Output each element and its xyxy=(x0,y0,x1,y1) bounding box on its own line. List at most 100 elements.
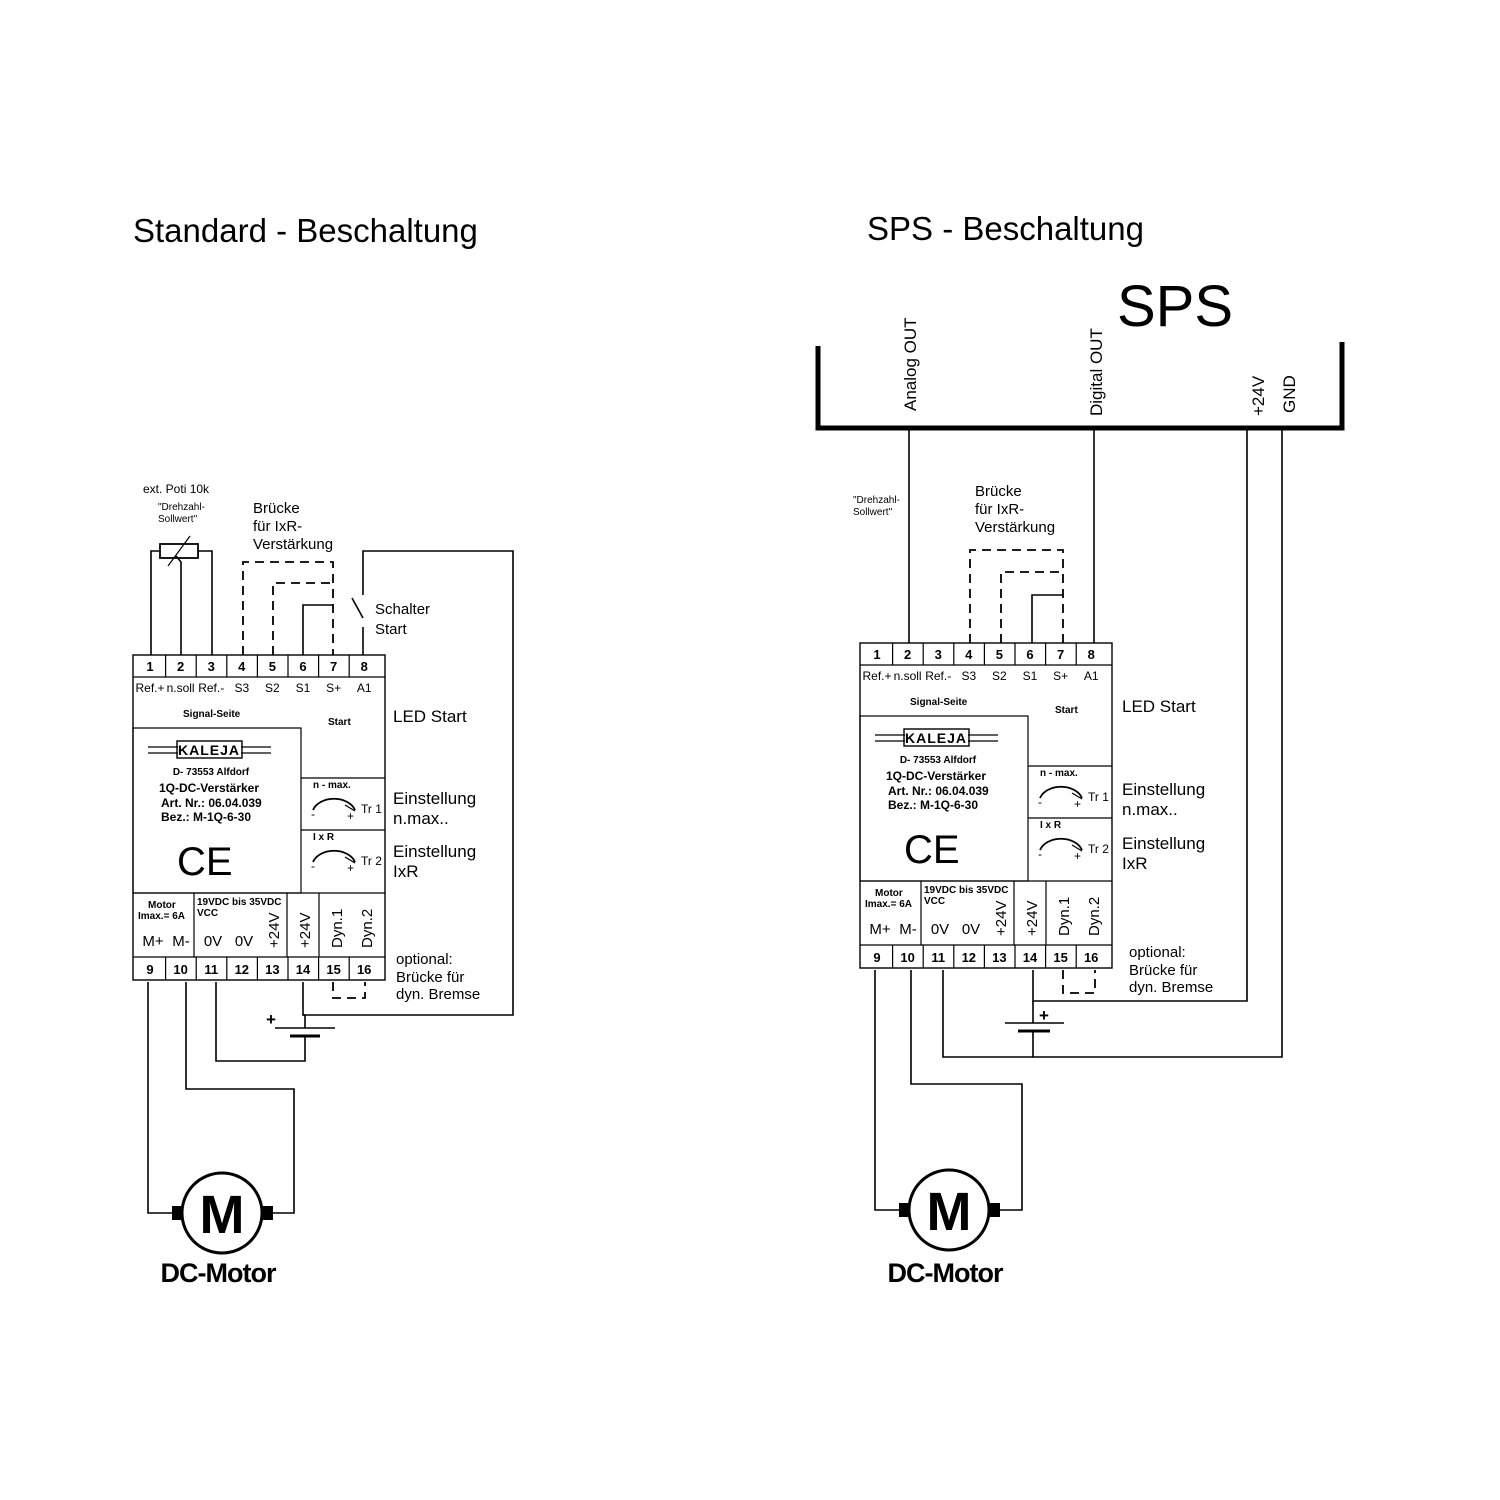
sps-article-number: Art. Nr.: 06.04.039 xyxy=(888,784,989,798)
sps-trimmer-nmax-id: Tr 1 xyxy=(1088,790,1109,804)
sps-bottom-terminal-13: 13 xyxy=(992,950,1006,965)
poti-label: ext. Poti 10k xyxy=(143,482,210,496)
std-label-24v-a: +24V xyxy=(266,913,283,948)
std-top-terminal-label-4: S3 xyxy=(234,681,249,695)
sps-bridge-label-line3: Verstärkung xyxy=(975,519,1055,536)
sps-vcc-label: VCC xyxy=(924,896,945,907)
amplifier-module-sps: 1Ref.+2n.soll3Ref.-4S35S26S17S+8A1Signal… xyxy=(859,642,1113,969)
led-start-label: LED Start xyxy=(393,707,467,726)
motor-wire-minus xyxy=(185,982,295,1214)
switch-label-line2: Start xyxy=(375,621,408,638)
sps-external-wiring: "Drehzahl- Sollwert" Brücke für IxR- Ver… xyxy=(853,430,1283,1211)
std-bottom-terminal-12: 12 xyxy=(235,962,249,977)
sps-bottom-terminal-9: 9 xyxy=(873,950,880,965)
amplifier-module-standard: 1Ref.+2n.soll3Ref.-4S35S26S17S+8A1Signal… xyxy=(132,654,386,981)
sps-module-body xyxy=(859,642,1113,969)
sps-top-terminal-label-4: S3 xyxy=(961,669,976,683)
sps-top-terminal-label-2: n.soll xyxy=(894,669,922,683)
std-top-terminal-label-3: Ref.- xyxy=(198,681,224,695)
std-top-terminal-6: 6 xyxy=(299,659,306,674)
standard-external-wiring: ext. Poti 10k "Drehzahl- Sollwert" Brück… xyxy=(143,482,514,1214)
std-top-terminal-4: 4 xyxy=(238,659,246,674)
std-bottom-terminal-9: 9 xyxy=(146,962,153,977)
std-bottom-terminal-10: 10 xyxy=(173,962,187,977)
motor-letter: M xyxy=(200,1185,245,1245)
std-label-mminus: M- xyxy=(172,933,190,950)
sps-einstellung-nmax-line2: n.max.. xyxy=(1122,800,1178,819)
std-top-terminal-2: 2 xyxy=(177,659,184,674)
setpoint-note-line1: "Drehzahl- xyxy=(158,502,205,513)
bridge-ixr-label-line2: für IxR- xyxy=(253,518,302,535)
std-motor-imax: Imax.= 6A xyxy=(138,911,185,922)
std-start-label: Start xyxy=(328,717,351,728)
std-top-terminal-7: 7 xyxy=(330,659,337,674)
sps-trimmer-ixr-label: I x R xyxy=(1040,820,1062,831)
std-trimmer-ixr-label: I x R xyxy=(313,832,335,843)
sps-trimmer-nmax-plus: + xyxy=(1074,797,1081,811)
ixr-bridge-jumpers xyxy=(242,561,334,655)
sps-ixr-bridge-jumpers xyxy=(969,549,1064,643)
std-label-dyn2: Dyn.2 xyxy=(359,909,376,948)
sps-setpoint-note-line2: Sollwert" xyxy=(853,507,893,518)
sps-label-24v-b: +24V xyxy=(1024,901,1041,936)
einstellung-ixr-line1: Einstellung xyxy=(393,842,476,861)
sps-power-supply-battery: + xyxy=(942,970,1247,1058)
sps-top-terminal-2: 2 xyxy=(904,647,911,662)
std-bottom-terminal-16: 16 xyxy=(357,962,371,977)
std-trimmer-ixr-minus: - xyxy=(311,859,315,873)
switch-label-line1: Schalter xyxy=(375,601,430,618)
std-product-name: 1Q-DC-Verstärker xyxy=(159,781,259,795)
bridge-ixr-label-line3: Verstärkung xyxy=(253,536,333,553)
start-switch-symbol xyxy=(303,550,514,1016)
std-trimmer-ixr-plus: + xyxy=(347,861,354,875)
std-top-terminal-label-1: Ref.+ xyxy=(135,681,164,695)
sps-top-terminal-1: 1 xyxy=(873,647,880,662)
einstellung-ixr-line2: IxR xyxy=(393,862,419,881)
einstellung-nmax-line2: n.max.. xyxy=(393,809,449,828)
std-vcc-range: 19VDC bis 35VDC xyxy=(197,897,281,908)
sps-optional-brake-line2: Brücke für xyxy=(1129,962,1197,979)
sps-motor-wire-minus xyxy=(910,970,1023,1211)
sps-top-terminal-label-3: Ref.- xyxy=(925,669,951,683)
plc-digital-out-label: Digital OUT xyxy=(1087,328,1106,416)
std-brand-address: D- 73553 Alfdorf xyxy=(173,767,250,778)
sps-einstellung-ixr-line1: Einstellung xyxy=(1122,834,1205,853)
sps-product-designation: Bez.: M-1Q-6-30 xyxy=(888,798,978,812)
plc-gnd-wire xyxy=(1247,430,1283,1058)
standard-wiring-title: Standard - Beschaltung xyxy=(133,212,478,249)
std-brand-logo: KALEJA xyxy=(178,742,240,758)
std-trimmer-ixr-id: Tr 2 xyxy=(361,854,382,868)
dc-motor-caption: DC-Motor xyxy=(161,1258,277,1288)
sps-bottom-terminal-11: 11 xyxy=(931,950,945,965)
sps-product-name: 1Q-DC-Verstärker xyxy=(886,769,986,783)
std-bottom-terminal-14: 14 xyxy=(296,962,311,977)
sps-label-24v-a: +24V xyxy=(993,901,1010,936)
sps-top-terminal-label-5: S2 xyxy=(992,669,1007,683)
dc-motor-standard: M DC-Motor xyxy=(161,1171,278,1288)
std-top-terminal-label-7: S+ xyxy=(326,681,341,695)
std-top-terminal-1: 1 xyxy=(146,659,153,674)
sps-bottom-terminal-16: 16 xyxy=(1084,950,1098,965)
optional-brake-line3: dyn. Bremse xyxy=(396,986,480,1003)
power-supply-battery: + xyxy=(215,982,335,1062)
std-top-terminal-3: 3 xyxy=(208,659,215,674)
optional-brake-line1: optional: xyxy=(396,951,453,968)
sps-motor-title: Motor xyxy=(875,888,903,899)
sps-bottom-terminal-12: 12 xyxy=(962,950,976,965)
std-trimmer-nmax-minus: - xyxy=(311,807,315,821)
sps-top-terminal-label-6: S1 xyxy=(1023,669,1038,683)
motor-wire-plus xyxy=(147,982,176,1214)
sps-brand-logo: KALEJA xyxy=(905,730,967,746)
sps-top-terminal-8: 8 xyxy=(1088,647,1095,662)
sps-label-mminus: M- xyxy=(899,921,917,938)
battery-plus-sign: + xyxy=(266,1010,276,1029)
sps-motor-letter: M xyxy=(927,1182,972,1242)
std-label-mplus: M+ xyxy=(142,933,163,950)
sps-optional-brake-line1: optional: xyxy=(1129,944,1186,961)
plc-gnd-label: GND xyxy=(1280,375,1299,413)
sps-trimmer-ixr-id: Tr 2 xyxy=(1088,842,1109,856)
std-trimmer-nmax-plus: + xyxy=(347,809,354,823)
sps-einstellung-nmax-line1: Einstellung xyxy=(1122,780,1205,799)
std-label-0v-a: 0V xyxy=(204,933,222,950)
sps-battery-plus-sign: + xyxy=(1039,1006,1049,1025)
